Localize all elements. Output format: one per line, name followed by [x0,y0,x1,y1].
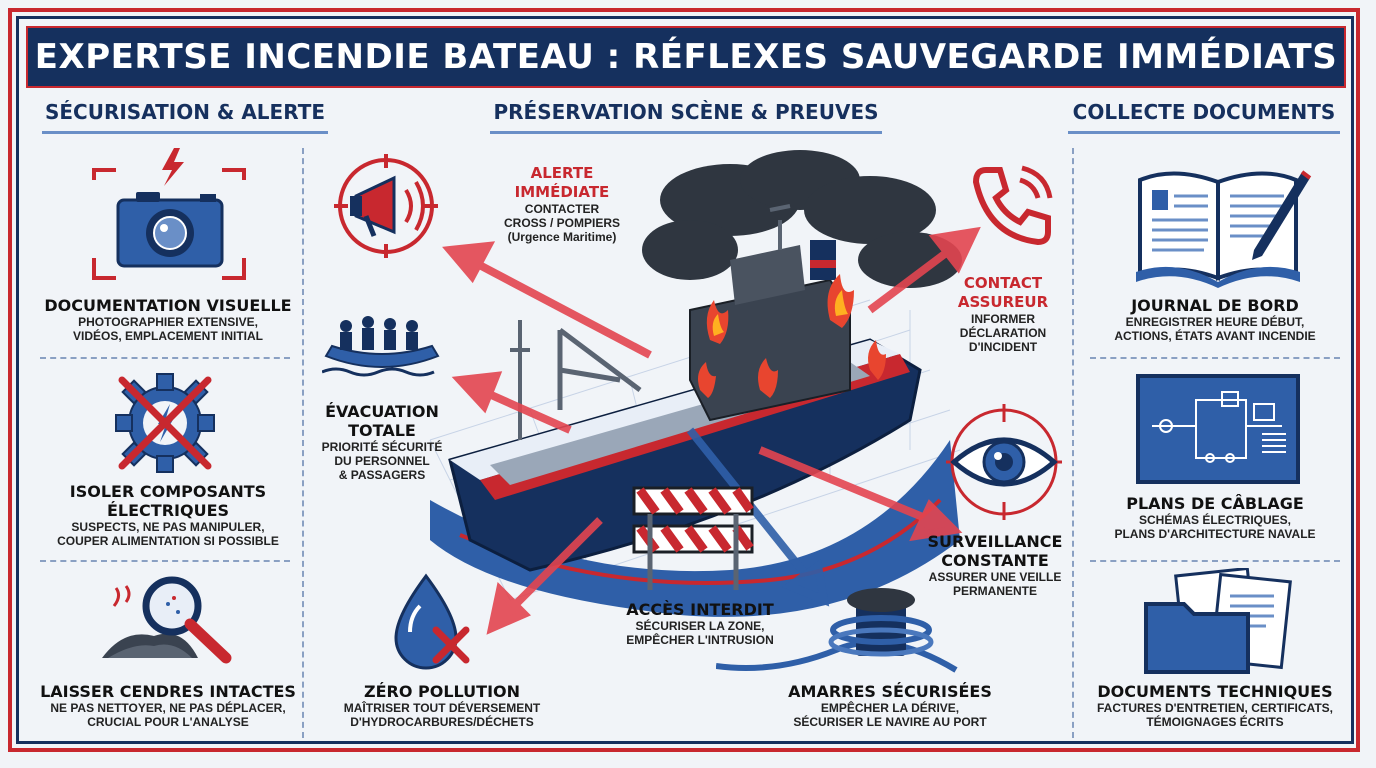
item-title: ALERTE IMMÉDIATE [514,164,610,201]
logbook-icon [1136,170,1312,288]
column-title-left: SÉCURISATION & ALERTE [42,100,328,134]
drop-icon [394,573,470,670]
row-divider [40,560,290,562]
item-description: ASSURER UNE VEILLE PERMANENTE [928,570,1062,598]
item-description: CONTACTER CROSS / POMPIERS (Urgence Mari… [503,202,621,244]
item-description: EMPÊCHER LA DÉRIVE, SÉCURISER LE NAVIRE … [793,701,987,729]
column-divider-left [302,148,304,738]
item-description: INFORMER DÉCLARATION D'INCIDENT [959,312,1047,354]
magnifier-ashes-icon [102,576,232,664]
item-title: ZÉRO POLLUTION [363,682,521,701]
item-description: SCHÉMAS ÉLECTRIQUES, PLANS D'ARCHITECTUR… [1114,513,1316,541]
item-amarres-securisees: AMARRES SÉCURISÉES EMPÊCHER LA DÉRIVE, S… [760,682,1020,729]
item-description: MAÎTRISER TOUT DÉVERSEMENT D'HYDROCARBUR… [343,701,541,729]
item-alerte-immediate: ALERTE IMMÉDIATE CONTACTER CROSS / POMPI… [464,164,660,244]
item-description: SÉCURISER LA ZONE, EMPÊCHER L'INTRUSION [626,619,774,647]
inner-frame [16,16,1354,744]
barrier [632,486,754,590]
column-title-center: PRÉSERVATION SCÈNE & PREUVES [490,100,882,134]
item-title: ÉVACUATION TOTALE [325,402,439,440]
column-title-right: COLLECTE DOCUMENTS [1068,100,1340,134]
lifeboat-icon [322,316,440,377]
item-description: SUSPECTS, NE PAS MANIPULER, COUPER ALIME… [57,520,279,548]
item-zero-pollution: ZÉRO POLLUTION MAÎTRISER TOUT DÉVERSEMEN… [312,682,572,729]
page-title: EXPERTSE INCENDIE BATEAU : RÉFLEXES SAUV… [34,37,1338,77]
item-surveillance-constante: SURVEILLANCE CONSTANTE ASSURER UNE VEILL… [920,532,1070,598]
item-documents-techniques: DOCUMENTS TECHNIQUES FACTURES D'ENTRETIE… [1080,682,1350,729]
item-title: DOCUMENTS TECHNIQUES [1097,682,1333,701]
crossed-gear-icon [115,373,215,473]
item-title: PLANS DE CÂBLAGE [1126,494,1304,513]
outer-frame [8,8,1360,752]
item-journal-de-bord: JOURNAL DE BORD ENREGISTRER HEURE DÉBUT,… [1080,296,1350,343]
title-banner: EXPERTSE INCENDIE BATEAU : RÉFLEXES SAUV… [26,26,1346,88]
megaphone-icon [334,154,438,258]
item-acces-interdit: ACCÈS INTERDIT SÉCURISER LA ZONE, EMPÊCH… [600,600,800,647]
item-title: DOCUMENTATION VISUELLE [44,296,292,315]
eye-icon [946,404,1062,520]
item-title: LAISSER CENDRES INTACTES [40,682,296,701]
phone-icon [972,165,1053,246]
camera-icon [92,148,246,280]
item-description: FACTURES D'ENTRETIEN, CERTIFICATS, TÉMOI… [1097,701,1333,729]
column-divider-right [1072,148,1074,738]
item-description: PHOTOGRAPHIER EXTENSIVE, VIDÉOS, EMPLACE… [72,315,263,343]
item-evacuation-totale: ÉVACUATION TOTALE PRIORITÉ SÉCURITÉ DU P… [302,402,462,482]
row-divider [1090,560,1340,562]
item-documentation-visuelle: DOCUMENTATION VISUELLE PHOTOGRAPHIER EXT… [36,296,300,343]
item-description: ENREGISTRER HEURE DÉBUT, ACTIONS, ÉTATS … [1114,315,1316,343]
item-description: PRIORITÉ SÉCURITÉ DU PERSONNEL & PASSAGE… [321,440,443,482]
item-title: JOURNAL DE BORD [1131,296,1299,315]
row-divider [1090,357,1340,359]
row-divider [40,357,290,359]
item-description: NE PAS NETTOYER, NE PAS DÉPLACER, CRUCIA… [50,701,286,729]
item-laisser-cendres: LAISSER CENDRES INTACTES NE PAS NETTOYER… [36,682,300,729]
item-title: SURVEILLANCE CONSTANTE [927,532,1063,570]
bollard-icon [716,588,958,673]
blueprint-icon [1136,374,1300,484]
item-title: ACCÈS INTERDIT [626,600,774,619]
folder-icon [1144,568,1292,674]
item-title: ISOLER COMPOSANTS ÉLECTRIQUES [69,482,267,520]
item-isoler-composants: ISOLER COMPOSANTS ÉLECTRIQUES SUSPECTS, … [36,482,300,548]
item-plans-de-cablage: PLANS DE CÂBLAGE SCHÉMAS ÉLECTRIQUES, PL… [1080,494,1350,541]
item-title: AMARRES SÉCURISÉES [788,682,992,701]
ship-fire-scene [429,150,981,635]
item-title: CONTACT ASSUREUR [957,274,1049,311]
item-contact-assureur: CONTACT ASSUREUR INFORMER DÉCLARATION D'… [930,274,1076,354]
